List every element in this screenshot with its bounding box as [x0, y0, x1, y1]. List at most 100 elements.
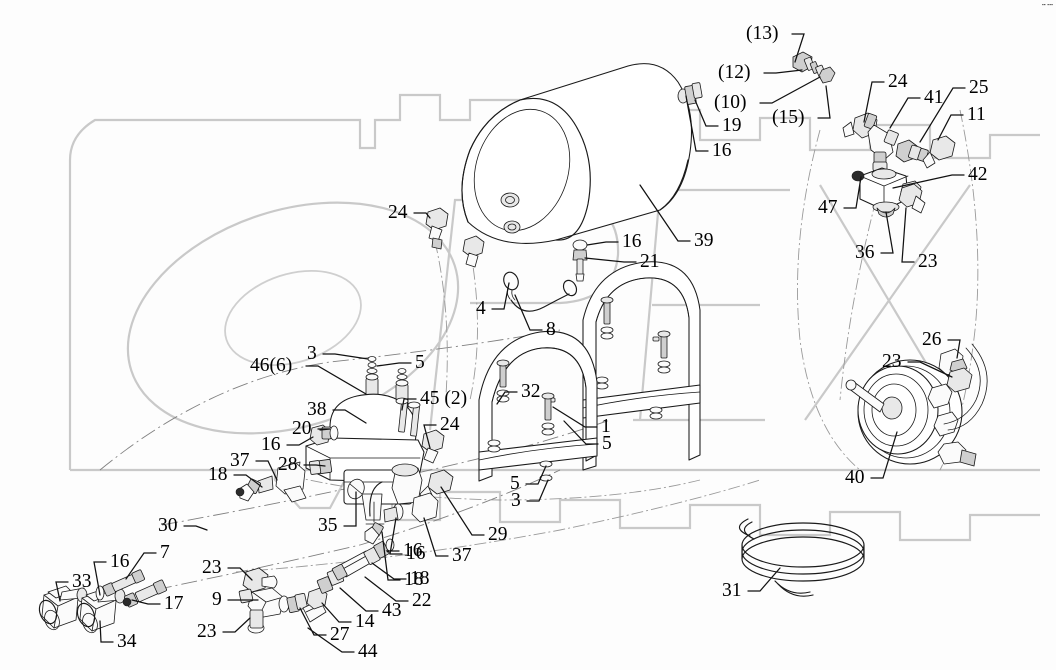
callout-23-label: 23	[197, 621, 217, 642]
callout-4-label: 4	[476, 298, 486, 319]
leader-line	[222, 617, 251, 633]
leader-line	[947, 339, 961, 359]
callout-37-label: 37	[230, 450, 250, 471]
callout-9-label: 9	[212, 589, 222, 610]
leader-line	[747, 567, 781, 592]
watermark-letter-O	[126, 201, 460, 435]
leader-line	[694, 99, 719, 127]
callout-7-label: 7	[160, 542, 170, 563]
callout-10-label: (10)	[714, 92, 747, 113]
callout-27-label: 27	[330, 624, 350, 645]
fitting-37-right	[383, 492, 439, 523]
leader-line	[55, 581, 69, 602]
leader-line	[639, 184, 691, 242]
callout-3-label: 3	[511, 490, 521, 511]
leader-line	[299, 607, 327, 636]
leader-line	[525, 465, 547, 485]
callout-13-label: (13)	[746, 23, 779, 44]
callout-16-label: 16	[712, 140, 732, 161]
callout-15-label: (15)	[772, 107, 805, 128]
fitting-23-upper	[242, 567, 278, 593]
leader-line	[389, 517, 403, 555]
leader-line	[339, 587, 379, 612]
leader-line	[99, 620, 114, 643]
leader-line	[343, 491, 357, 527]
callout-24-label: 24	[888, 71, 908, 92]
callout-35-label: 35	[318, 515, 338, 536]
callout-24-label: 24	[388, 202, 408, 223]
leader-line	[763, 69, 803, 74]
leader-line	[919, 87, 966, 143]
callout-38-label: 38	[307, 399, 327, 420]
callout-17-label: 17	[164, 593, 184, 614]
callout-30-label: 30	[158, 515, 178, 536]
spring-brake-actuator-40	[845, 343, 988, 467]
callout-23-label: 23	[918, 251, 938, 272]
leader-line	[870, 431, 898, 479]
callout-3-label: 3	[307, 343, 317, 364]
leader-line	[907, 361, 953, 378]
leader-line	[371, 562, 407, 580]
callout-11-label: 11	[967, 104, 986, 125]
leader-line	[563, 420, 599, 445]
callout-29-label: 29	[488, 524, 508, 545]
callout-466-label: 46(6)	[250, 355, 293, 376]
fitting-18-left	[235, 478, 261, 502]
upper-manifold-assembly	[842, 112, 956, 218]
tank-elbow-lower	[462, 235, 485, 268]
tee-fitting-9	[238, 587, 285, 634]
washer-35	[347, 478, 365, 500]
callout-41-label: 41	[924, 87, 944, 108]
callout-14-label: 14	[355, 611, 375, 632]
callout-22-label: 22	[412, 590, 432, 611]
callout-36-label: 36	[855, 242, 875, 263]
leader-line	[286, 436, 314, 446]
callout-18-label: 18	[410, 568, 430, 589]
leader-lines	[55, 33, 966, 653]
callout-18-label: 18	[404, 569, 424, 590]
callout-16-label: 16	[406, 543, 426, 564]
callout-23-label: 23	[202, 557, 222, 578]
leader-line	[227, 567, 253, 581]
mounting-bolt-45	[395, 397, 421, 437]
tank-strap-assembly-front	[478, 330, 598, 482]
leader-line	[496, 391, 518, 405]
leader-line	[93, 561, 107, 596]
leader-line	[255, 460, 278, 481]
fitting-37-left	[257, 462, 307, 503]
callout-23-label: 23	[882, 351, 902, 372]
strap-bolt-rear-1	[600, 296, 614, 340]
leader-line	[233, 474, 263, 488]
leader-line	[685, 95, 709, 152]
leader-line	[183, 525, 208, 531]
leader-line	[385, 550, 400, 553]
leader-line	[892, 174, 965, 189]
leader-line	[440, 486, 485, 536]
callout-452-label: 45 (2)	[420, 388, 468, 409]
leader-line	[889, 97, 921, 129]
leader-line	[413, 212, 431, 219]
leader-line	[317, 428, 331, 431]
coiled-air-hose-31	[738, 518, 865, 597]
strap-bolt-front-2	[541, 392, 555, 436]
leader-line	[305, 365, 367, 395]
connector-7-16	[95, 569, 145, 601]
leader-line	[586, 241, 619, 246]
air-reservoir-tank	[461, 63, 693, 244]
leader-line	[791, 33, 805, 63]
optional-fittings-cluster	[792, 51, 836, 84]
pipe-section-22	[331, 550, 375, 581]
coupling-head-33	[38, 585, 88, 631]
fitting-18-lower	[364, 522, 384, 545]
corner-mark: ▪▪ ▪▪▪	[1041, 2, 1053, 7]
leader-line	[759, 76, 821, 104]
callout-20-label: 20	[292, 418, 312, 439]
leader-line	[401, 398, 417, 411]
leader-line	[863, 81, 885, 123]
retaining-cable-4	[503, 271, 578, 312]
callout-26-label: 26	[922, 329, 942, 350]
callout-32-label: 32	[521, 381, 541, 402]
coupling-27	[278, 592, 308, 613]
